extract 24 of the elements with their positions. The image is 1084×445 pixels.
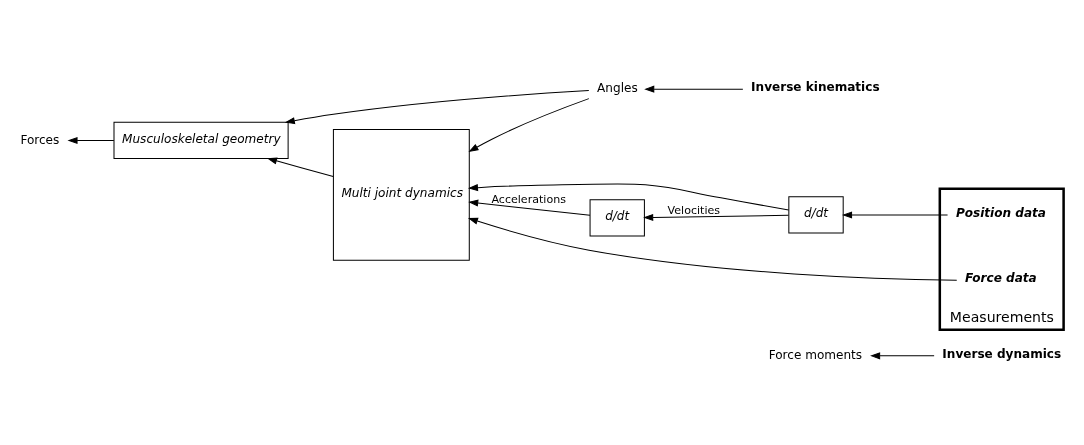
- node-text: Position data: [955, 206, 1047, 221]
- node-text: Angles: [597, 81, 638, 96]
- edge-label: Velocities: [667, 203, 721, 217]
- arrow: [468, 98, 590, 153]
- arrow: [266, 157, 334, 177]
- node-text: Force data: [964, 271, 1037, 286]
- node-text: Inverse dynamics: [942, 346, 1062, 361]
- node-box: d/dt: [589, 199, 645, 237]
- arrow: [284, 90, 590, 125]
- arrow: [644, 85, 744, 93]
- node-box: Musculoskeletal geometry: [113, 121, 289, 160]
- node-box: d/dt: [788, 196, 844, 234]
- node-text: Force moments: [768, 347, 863, 362]
- arrow: [870, 352, 935, 360]
- edge-label: Accelerations: [491, 192, 566, 206]
- arrow: [67, 136, 115, 144]
- node-box: Multi joint dynamics: [332, 128, 470, 261]
- arrow: [643, 213, 789, 221]
- arrow: [468, 199, 591, 216]
- arrow: [467, 183, 790, 211]
- arrow: [842, 211, 949, 219]
- node-text: Forces: [20, 132, 60, 147]
- node-text: Inverse kinematics: [751, 80, 880, 95]
- arrow: [467, 217, 958, 281]
